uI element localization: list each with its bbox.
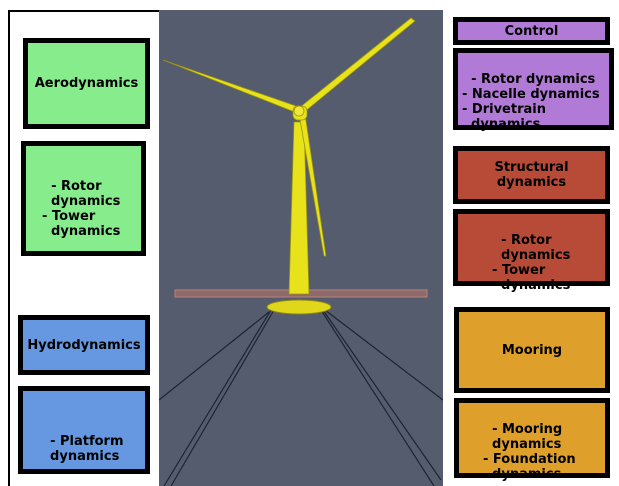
hydrodynamics-title-box: Hydrodynamics (18, 315, 150, 375)
mooring-title: Mooring (501, 342, 563, 358)
mooring-items: - Mooring dynamics - Foundation dynamics (483, 422, 576, 482)
control-title-box: Control (453, 17, 610, 45)
platform (266, 299, 332, 315)
control-items-box: - Rotor dynamics - Nacelle dynamics - Dr… (453, 48, 614, 132)
control-title: Control (504, 23, 559, 39)
aerodynamics-items: - Rotor dynamics - Tower dynamics (42, 179, 121, 239)
mooring-title-box: Mooring (454, 307, 610, 393)
wind-turbine-render (159, 10, 443, 486)
hydrodynamics-items: - Platform dynamics (50, 434, 124, 464)
hydrodynamics-items-box: - Platform dynamics (18, 386, 150, 474)
structural-items-box: - Rotor dynamics - Tower dynamics (453, 209, 610, 293)
structural-title-box: Structural dynamics (453, 146, 610, 204)
hydrodynamics-title: Hydrodynamics (27, 337, 141, 353)
hub (293, 105, 305, 117)
structural-items: - Rotor dynamics - Tower dynamics (492, 233, 571, 293)
aerodynamics-title: Aerodynamics (34, 76, 139, 91)
mooring-items-box: - Mooring dynamics - Foundation dynamics (454, 398, 610, 482)
control-items: - Rotor dynamics - Nacelle dynamics - Dr… (462, 72, 600, 132)
structural-title: Structural dynamics (494, 160, 569, 190)
aerodynamics-items-box: - Rotor dynamics - Tower dynamics (21, 141, 146, 256)
mooring-lines (159, 309, 443, 486)
aerodynamics-title-box: Aerodynamics (23, 38, 150, 129)
